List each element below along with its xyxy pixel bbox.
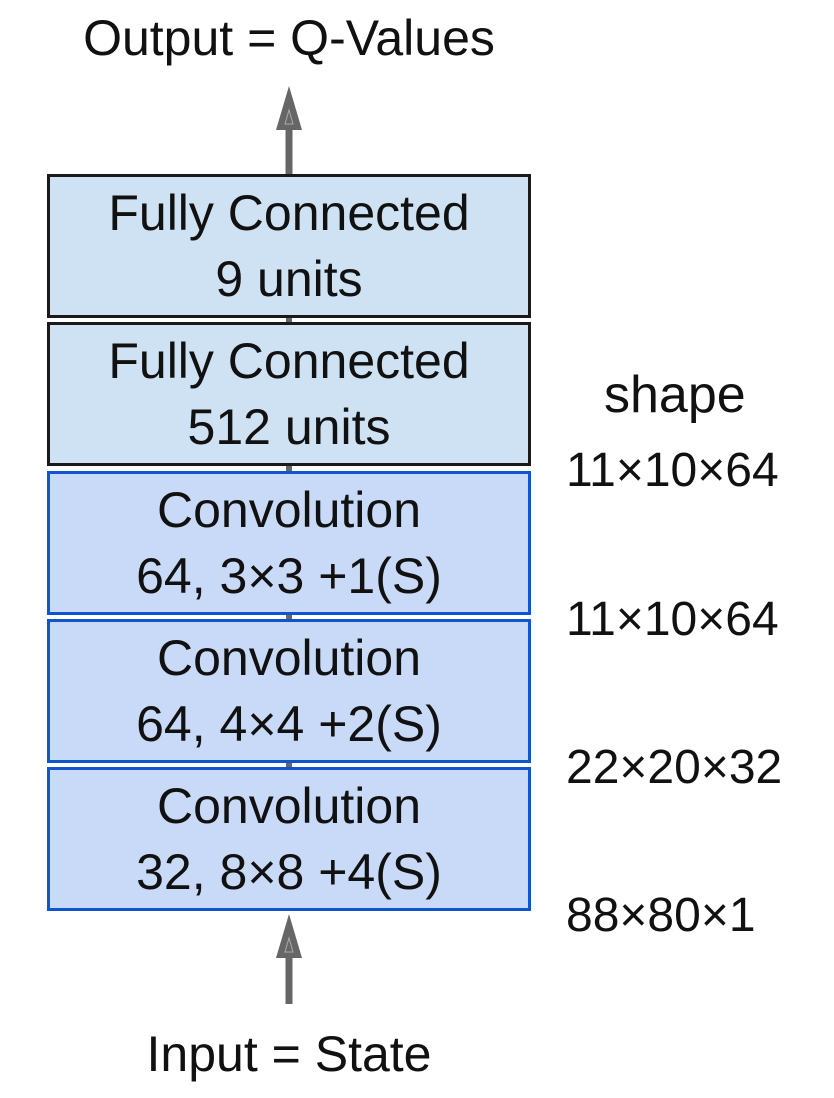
layer-fc-output: Fully Connected 9 units [47,174,531,318]
input-label: Input = State [146,1026,432,1082]
input-arrow-icon [276,914,302,1004]
layer-type: Fully Connected [108,185,470,241]
layer-conv-2: Convolution 64, 4×4 +2(S) [47,619,531,763]
layer-fc-hidden: Fully Connected 512 units [47,322,531,466]
layer-params: 64, 4×4 +2(S) [136,696,442,752]
layer-type: Convolution [156,778,422,834]
shape-value: 22×20×32 [566,741,783,794]
output-arrow-icon [276,86,302,174]
shape-value: 11×10×64 [566,593,779,646]
shape-value: 88×80×1 [566,889,756,942]
layer-type: Fully Connected [108,333,470,389]
layer-type: Convolution [156,630,422,686]
layer-params: 512 units [187,399,391,455]
layer-params: 9 units [215,251,363,307]
layer-type: Convolution [156,482,422,538]
output-label: Output = Q-Values [83,10,495,66]
layer-params: 32, 8×8 +4(S) [136,844,442,900]
layer-params: 64, 3×3 +1(S) [136,548,442,604]
shape-value: 11×10×64 [566,444,779,497]
layer-conv-1: Convolution 32, 8×8 +4(S) [47,767,531,911]
layer-conv-3: Convolution 64, 3×3 +1(S) [47,471,531,615]
shape-header: shape [604,366,746,424]
